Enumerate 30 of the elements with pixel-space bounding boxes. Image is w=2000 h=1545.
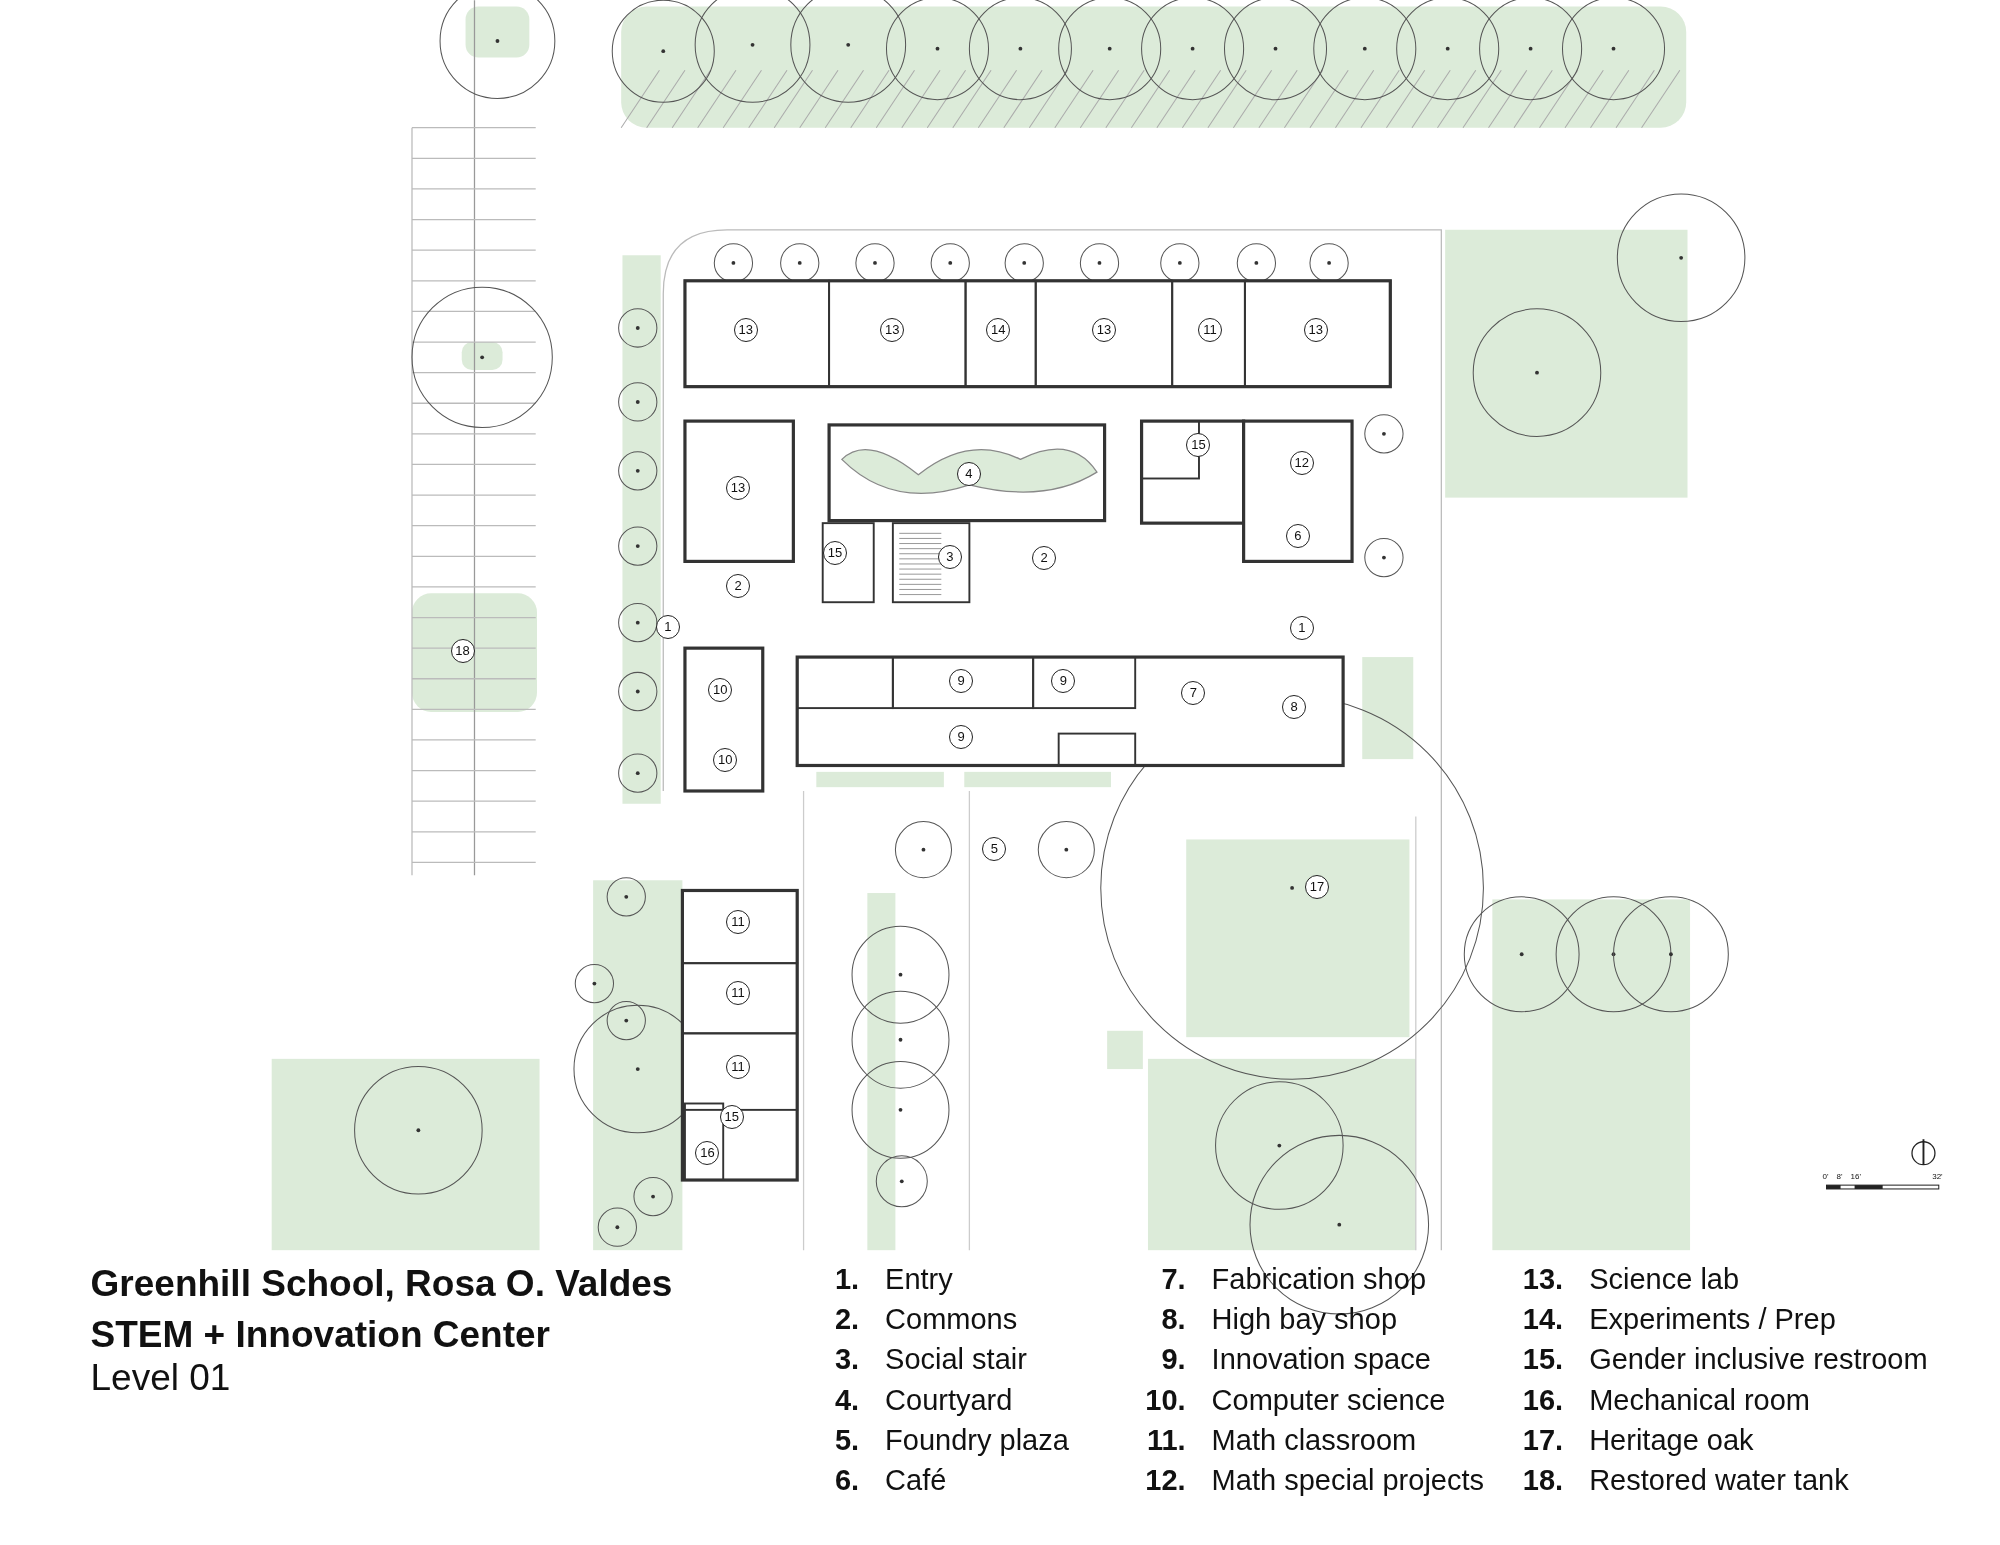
key-entry: 7. Fabrication shop — [1160, 1262, 1426, 1296]
callout-number: 2 — [1032, 546, 1057, 571]
scale-label: 16' — [1850, 1172, 1861, 1182]
drawing-level: Level 01 — [90, 1357, 231, 1400]
key-entry: 1. Entry — [833, 1262, 953, 1296]
key-entry: 4. Courtyard — [833, 1383, 1013, 1417]
callout-number: 5 — [982, 837, 1007, 861]
callout-number: 1 — [1289, 616, 1314, 641]
key-entry: 12. Math special projects — [1144, 1464, 1484, 1498]
callout-number: 3 — [937, 544, 962, 569]
scale-label: 8' — [1836, 1172, 1843, 1182]
key-entry: 18. Restored water tank — [1521, 1464, 1849, 1498]
key-entry: 11. Math classroom — [1145, 1423, 1417, 1457]
key-entry: 6. Café — [833, 1464, 947, 1498]
key-entry: 10. Computer science — [1144, 1383, 1446, 1417]
title: Greenhill School, Rosa O. Valdes STEM + Innovation Center — [90, 1261, 674, 1357]
key-entry: 2. Commons — [833, 1303, 1018, 1337]
key-entry: 5. Foundry plaza — [833, 1423, 1069, 1457]
key-entry: 14. Experiments / Prep — [1521, 1303, 1836, 1337]
key-entry: 3. Social stair — [833, 1343, 1027, 1377]
key-entry: 15. Gender inclusive restroom — [1521, 1343, 1928, 1377]
key-entry: 17. Heritage oak — [1521, 1423, 1754, 1457]
key-entry: 13. Science lab — [1521, 1262, 1740, 1296]
scale-label: 32' — [1932, 1172, 1943, 1182]
callout-number: 15 — [822, 541, 847, 566]
key-entry: 9. Innovation space — [1160, 1343, 1431, 1377]
scale-label: 0' — [1822, 1172, 1829, 1182]
key-entry: 16. Mechanical room — [1521, 1383, 1810, 1417]
key-entry: 8. High bay shop — [1160, 1303, 1397, 1337]
callout-number: 2 — [726, 574, 750, 599]
